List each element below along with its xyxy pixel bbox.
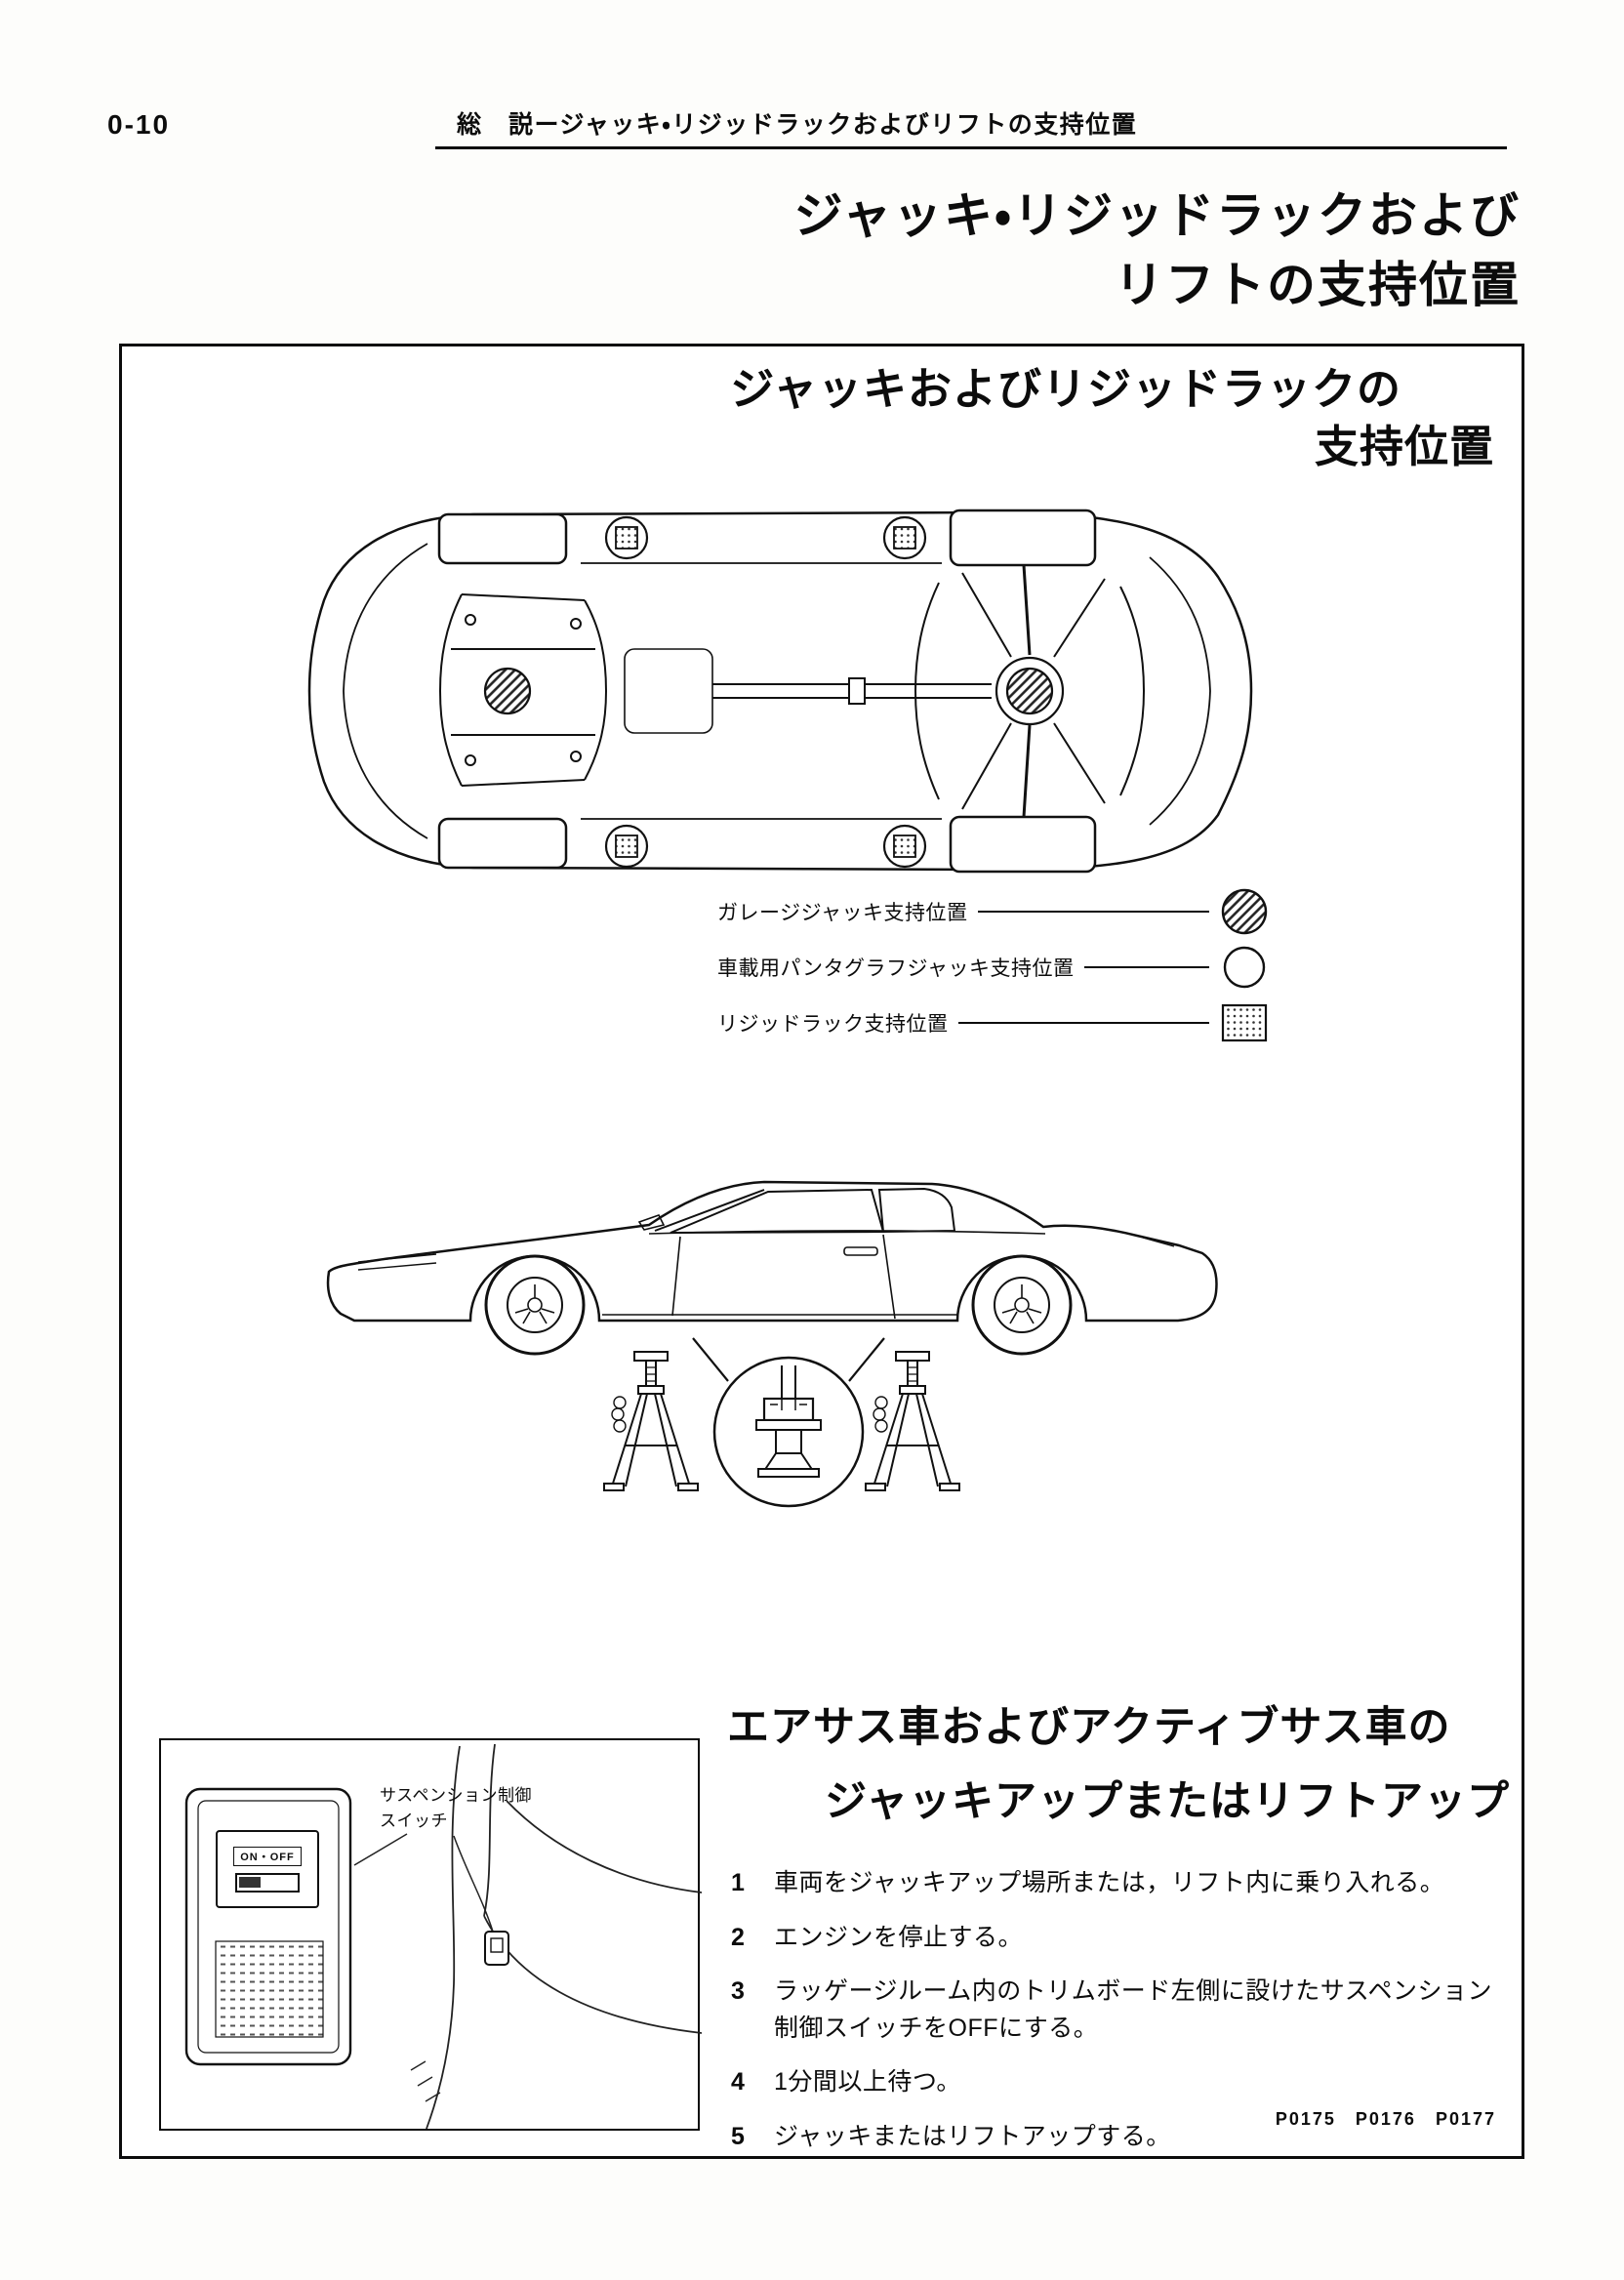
switch-slider (235, 1872, 300, 1893)
garage-jack-front-point (483, 667, 532, 715)
procedure-steps: 1 車両をジャッキアップ場所または，リフト内に乗り入れる。 2 エンジンを停止す… (727, 1865, 1510, 2155)
label-leader-line-2 (453, 1835, 494, 1933)
legend-leader-line (957, 1021, 1209, 1024)
legend: ガレージジャッキ支持位置 車載用パンタグラフジャッキ支持位置 リジッドラック支持… (717, 883, 1270, 1050)
legend-row: ガレージジャッキ支持位置 (717, 883, 1270, 939)
legend-label: ガレージジャッキ支持位置 (717, 901, 968, 924)
garage-jack-symbol (1221, 888, 1268, 934)
jack-pad-detail-magnifier (692, 1337, 885, 1508)
header-rule (435, 146, 1507, 149)
legend-leader-line (1083, 965, 1209, 968)
step-number: 4 (731, 2068, 745, 2096)
procedure-step: 4 1分間以上待つ。 (727, 2064, 1510, 2101)
step-text: ジャッキまたはリフトアップする。 (774, 2122, 1171, 2150)
step-number: 3 (731, 1977, 745, 2005)
procedure-title-line1: エアサス車およびアクティブサス車の (727, 1704, 1451, 1751)
label-leader-line (353, 1833, 408, 1866)
switch-on-off-label: ON・OFF (233, 1846, 302, 1866)
jack-stand-left (603, 1351, 699, 1491)
tires-top-view (437, 509, 1097, 874)
procedure-title-line2: ジャッキアップまたはリフトアップ (825, 1778, 1510, 1825)
engine-pan (624, 648, 713, 734)
rear-wheel (971, 1254, 1073, 1356)
suspension-switch-inset: サスペンション制御 スイッチ ON・OFF (159, 1738, 702, 2131)
front-crossmember (438, 593, 608, 787)
procedure-step: 1 車両をジャッキアップ場所または，リフト内に乗り入れる。 (727, 1865, 1510, 1902)
pantograph-jack-symbol (1223, 946, 1266, 988)
procedure-step: 2 エンジンを停止する。 (727, 1920, 1510, 1957)
procedure-section: エアサス車およびアクティブサス車の ジャッキアップまたはリフトアップ 1 車両を… (727, 1693, 1510, 2173)
rear-suspension (914, 564, 1146, 818)
section-subtitle-line2: 支持位置 (1314, 422, 1494, 472)
rocker-support-points (604, 515, 927, 869)
legend-leader-line (977, 910, 1209, 913)
switch-knob (239, 1877, 261, 1888)
legend-row: リジッドラック支持位置 (717, 995, 1270, 1050)
car-body-outline (307, 510, 1253, 872)
suspension-switch-label: サスペンション制御 スイッチ (380, 1783, 532, 1835)
procedure-step: 3 ラッゲージルーム内のトリムボード左側に設けたサスペンション制御スイッチをOF… (727, 1974, 1510, 2047)
legend-label: リジッドラック支持位置 (717, 1012, 949, 1036)
step-number: 5 (731, 2122, 745, 2150)
rigid-rack-symbol (1221, 1003, 1268, 1041)
header-title: 総 説ージャッキ・リジッドラックおよびリフトの支持位置 (457, 111, 1138, 139)
page-title-line2: リフトの支持位置 (1115, 258, 1521, 312)
suspension-switch-label-line2: スイッチ (380, 1812, 448, 1831)
driveshaft (712, 677, 992, 705)
page-number: 0-10 (107, 109, 171, 140)
step-text: 車両をジャッキアップ場所または，リフト内に乗り入れる。 (774, 1869, 1445, 1896)
step-number: 1 (731, 1869, 745, 1896)
step-text: ラッゲージルーム内のトリムボード左側に設けたサスペンション制御スイッチをOFFに… (774, 1977, 1493, 2042)
car-silhouette (326, 1180, 1218, 1323)
step-text: 1分間以上待つ。 (774, 2068, 961, 2096)
car-side-view-diagram (326, 1180, 1218, 1508)
garage-jack-rear-point (1005, 667, 1054, 715)
rocker-support-point-front-left (604, 515, 649, 560)
rocker-support-point-rear-right (882, 824, 927, 869)
procedure-step: 5 ジャッキまたはリフトアップする。 (727, 2119, 1510, 2156)
diagram-box: ジャッキおよびリジッドラックの 支持位置 (119, 344, 1524, 2159)
trunk-switch-drawing (484, 1931, 509, 1966)
legend-label: 車載用パンタグラフジャッキ支持位置 (717, 957, 1075, 980)
rocker-support-point-front-right (604, 824, 649, 869)
legend-row: 車載用パンタグラフジャッキ支持位置 (717, 939, 1270, 995)
jack-stand-right (865, 1351, 960, 1491)
rocker-support-point-rear-left (882, 515, 927, 560)
front-wheel (484, 1254, 586, 1356)
photo-reference-codes: P0175 P0176 P0177 (1275, 2109, 1496, 2129)
suspension-switch-bezel: ON・OFF (216, 1830, 319, 1908)
page-title-line1: ジャッキ・リジッドラックおよび (793, 188, 1521, 243)
step-text: エンジンを停止する。 (774, 1923, 1024, 1951)
suspension-switch-label-line1: サスペンション制御 (380, 1786, 532, 1805)
step-number: 2 (731, 1923, 745, 1951)
car-underbody-diagram (307, 509, 1253, 874)
section-subtitle-line1: ジャッキおよびリジッドラックの (730, 364, 1401, 414)
section-subtitle: ジャッキおよびリジッドラックの 支持位置 (730, 360, 1494, 476)
page-title: ジャッキ・リジッドラックおよび リフトの支持位置 (794, 182, 1522, 320)
